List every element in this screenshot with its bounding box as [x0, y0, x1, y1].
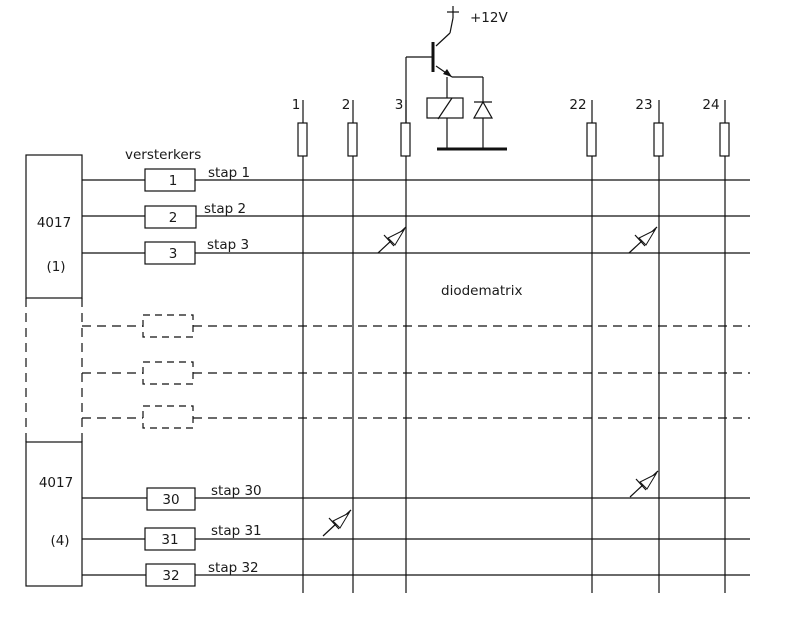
amplifier-box — [146, 487, 196, 511]
step-label: stap 3 — [207, 237, 249, 253]
amplifier-number: 3 — [169, 246, 178, 262]
column-23: 23 — [635, 97, 664, 593]
row-step-3: 3 stap 3 — [82, 237, 750, 265]
matrix-diode-row30-col23 — [629, 470, 659, 498]
matrix-label: diodematrix — [441, 283, 522, 299]
column-label: 22 — [569, 97, 586, 113]
counter-bottom-index: (4) — [50, 533, 69, 549]
column-1: 1 — [292, 97, 308, 593]
column-label: 2 — [342, 97, 351, 113]
resistor — [586, 122, 597, 157]
row-omitted-1 — [82, 314, 750, 338]
row-omitted-2 — [82, 361, 750, 385]
matrix-diode-row3-col23 — [628, 226, 658, 254]
amplifier-number: 1 — [169, 173, 178, 189]
counter-ic-bottom — [25, 441, 83, 587]
row-step-1: 1 stap 1 — [82, 165, 750, 192]
matrix-diode-row3-col3 — [377, 226, 407, 254]
counter-top-index: (1) — [46, 259, 65, 275]
resistor — [400, 122, 411, 157]
column-3: 3 — [395, 97, 411, 593]
resistor — [297, 122, 308, 157]
row-step-30: 30 stap 30 — [82, 483, 750, 511]
row-omitted-3 — [82, 405, 750, 429]
column-label: 23 — [635, 97, 652, 113]
amplifier-box — [144, 205, 197, 229]
column-label: 1 — [292, 97, 301, 113]
row-step-32: 32 stap 32 — [82, 560, 750, 587]
step-label: stap 31 — [211, 523, 262, 539]
amplifier-number: 30 — [162, 492, 179, 508]
resistor — [719, 122, 730, 157]
column-label: 24 — [702, 97, 719, 113]
row-step-31: 31 stap 31 — [82, 523, 750, 551]
amplifier-number: 32 — [162, 568, 179, 584]
amplifier-number: 31 — [161, 532, 178, 548]
counter-bottom-name: 4017 — [39, 475, 73, 491]
step-label: stap 1 — [208, 165, 250, 181]
transistor-relay-driver: +12V — [405, 6, 508, 151]
step-label: stap 32 — [208, 560, 259, 576]
column-24: 24 — [702, 97, 730, 593]
step-label: stap 30 — [211, 483, 262, 499]
column-22: 22 — [569, 97, 597, 593]
amplifier-number: 2 — [169, 210, 178, 226]
resistor — [347, 122, 358, 157]
amplifiers-label: versterkers — [125, 147, 201, 163]
column-2: 2 — [342, 97, 358, 593]
column-label: 3 — [395, 97, 404, 113]
counter-ic-top — [25, 154, 83, 299]
resistor — [653, 122, 664, 157]
counter-top-name: 4017 — [37, 215, 71, 231]
step-label: stap 2 — [204, 201, 246, 217]
supply-label: +12V — [470, 10, 508, 26]
matrix-diode-row31-col2 — [322, 509, 352, 537]
row-step-2: 2 stap 2 — [82, 201, 750, 229]
